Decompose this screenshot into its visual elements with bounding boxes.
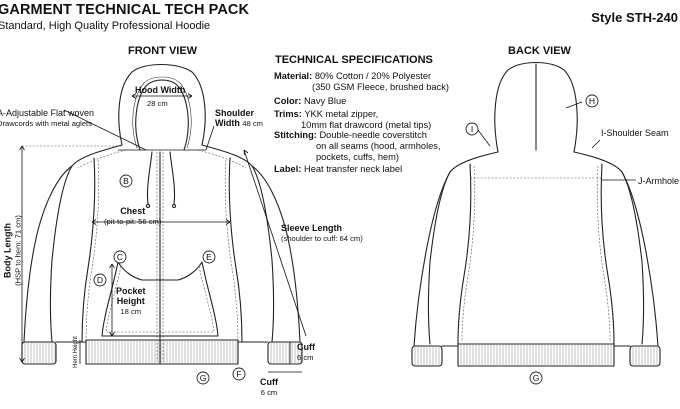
callout-e: E xyxy=(202,250,216,264)
spec-stitching: Stitching: Double-needle coverstitch on … xyxy=(274,130,441,162)
callout-f: F xyxy=(232,367,246,381)
back-view-title: BACK VIEW xyxy=(508,45,571,57)
svg-text:C: C xyxy=(117,252,123,262)
drawcord-label: A-Adjustable Flat woven Drawcords with m… xyxy=(0,108,95,128)
armhole-label: J-Armhole xyxy=(638,176,680,186)
callout-g-back: G xyxy=(529,371,543,385)
svg-text:H: H xyxy=(589,96,595,106)
svg-text:B: B xyxy=(123,176,129,186)
body-length-label: Body Length (HSP to hem: 71 cm) xyxy=(2,215,23,286)
callout-c: C xyxy=(113,250,127,264)
chest-label: Chest (pit-to-pit: 56 cm) xyxy=(104,206,162,226)
hood-width-value: 28 cm xyxy=(147,99,168,108)
pocket-height-label: Pocket Height 18 cm xyxy=(116,286,146,316)
hem-height-label: Hem Height xyxy=(72,336,79,368)
svg-text:F: F xyxy=(236,369,241,379)
rib-knit-texture xyxy=(24,341,302,363)
front-view-title: FRONT VIEW xyxy=(128,45,198,57)
style-number: Style STH-240 xyxy=(591,10,678,25)
svg-text:G: G xyxy=(200,373,207,383)
svg-text:I: I xyxy=(471,124,473,134)
spec-material: Material: 80% Cotton / 20% Polyester (35… xyxy=(274,71,449,92)
hood-width-label: Hood Width xyxy=(135,85,186,95)
front-dimension-lines xyxy=(19,93,307,373)
callout-g-front: G xyxy=(196,371,210,385)
shoulder-seam-label: I-Shoulder Seam xyxy=(601,128,669,138)
back-rib-knit-texture xyxy=(414,345,658,365)
spec-color: Color: Navy Blue xyxy=(274,96,347,106)
callout-i: I xyxy=(465,122,479,136)
spec-label: Label: Heat transfer neck label xyxy=(274,164,403,174)
svg-text:D: D xyxy=(97,275,103,285)
front-hoodie-drawing xyxy=(21,64,303,365)
svg-text:E: E xyxy=(206,252,212,262)
page-title: GARMENT TECHNICAL TECH PACK xyxy=(0,2,250,18)
sleeve-length-label: Sleeve Length (shoulder to cuff: 64 cm) xyxy=(281,223,363,243)
page-subtitle: Standard, High Quality Professional Hood… xyxy=(0,20,211,32)
cuff-width-label: Cuff 6 cm xyxy=(260,377,278,397)
svg-text:G: G xyxy=(533,373,540,383)
spec-trims: Trims: YKK metal zipper, 10mm flat drawc… xyxy=(274,109,432,130)
spec-title: TECHNICAL SPECIFICATIONS xyxy=(275,54,433,66)
callout-d: D xyxy=(93,273,107,287)
callout-b: B xyxy=(119,174,133,188)
back-hoodie-drawing xyxy=(411,61,661,367)
shoulder-width-label: Shoulder Width 48 cm xyxy=(215,108,263,128)
callout-h: H xyxy=(585,94,599,108)
cuff-height-label: Cuff 6 cm xyxy=(297,342,315,362)
